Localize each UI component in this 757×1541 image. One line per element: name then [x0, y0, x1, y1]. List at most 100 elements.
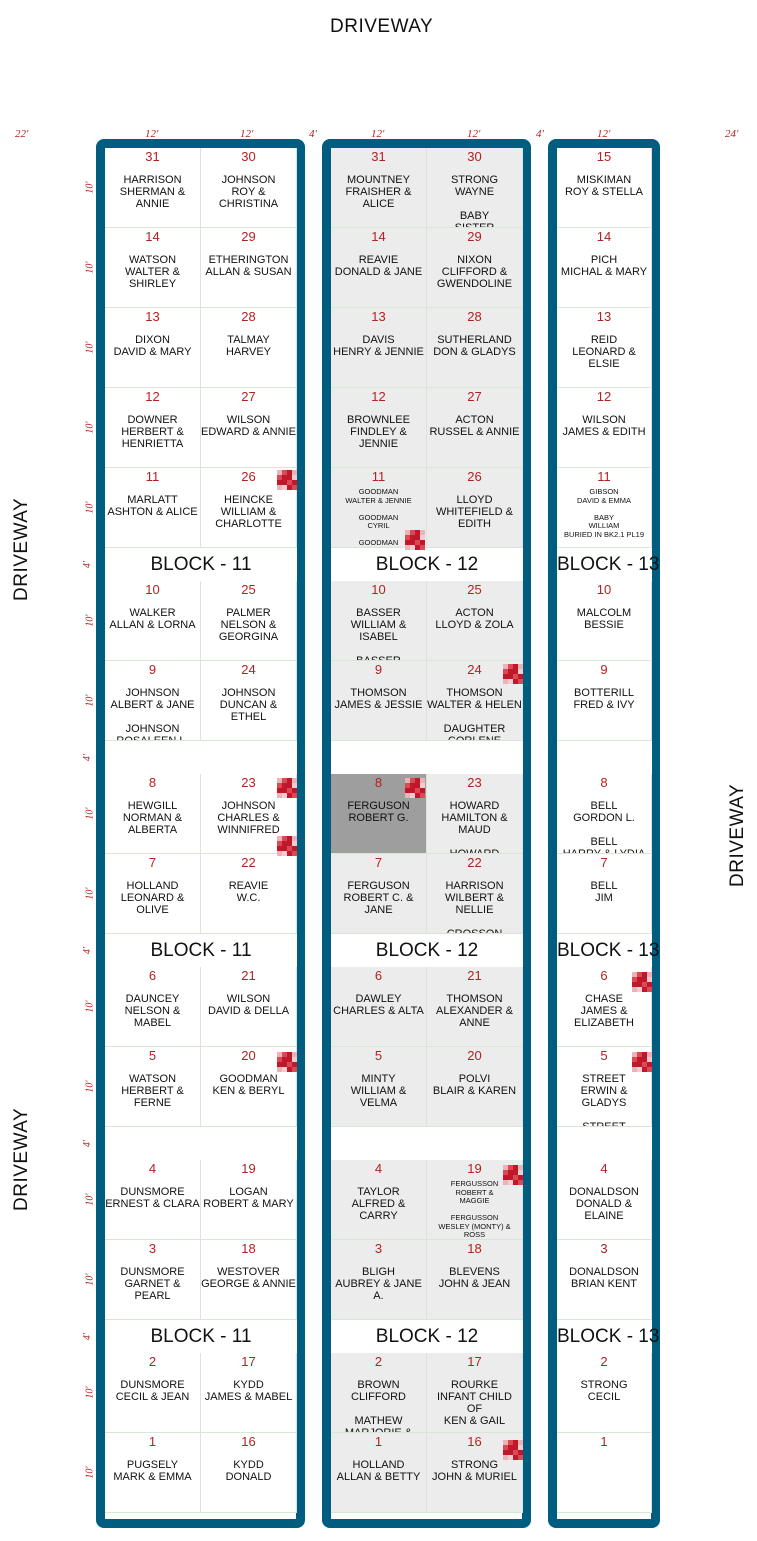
burial-marker-icon — [277, 778, 297, 798]
plot-number: 22 — [241, 855, 256, 870]
plot-number: 6 — [148, 968, 157, 983]
burial-marker-icon — [632, 1052, 652, 1072]
plot-number: 25 — [241, 582, 256, 597]
plot-occupants: WALKER ALLAN & LORNA — [109, 607, 196, 631]
row-height-label: 10' — [84, 341, 96, 354]
plot-occupants: SUTHERLAND DON & GLADYS — [433, 334, 516, 358]
column-width-label: 12' — [145, 128, 159, 140]
plot-number: 31 — [371, 149, 386, 164]
block-frame — [548, 139, 660, 1528]
driveway-label-right: DRIVEWAY — [727, 783, 748, 887]
plot-number: 28 — [467, 309, 482, 324]
row-height-label: 4' — [82, 1332, 94, 1340]
plot-number: 1 — [374, 1434, 383, 1449]
column-width-label: 4' — [309, 128, 317, 140]
plot-occupants: CHASE JAMES & ELIZABETH — [574, 993, 634, 1029]
plot-number: 11 — [145, 469, 160, 484]
plot-occupants: KYDD JAMES & MABEL — [204, 1379, 293, 1403]
plot-occupants: REAVIE W.C. — [228, 880, 269, 904]
driveway-label-left-lower: DRIVEWAY — [11, 1107, 32, 1211]
plot-cell[interactable]: 1 — [557, 1433, 652, 1513]
plot-number: 9 — [374, 662, 383, 677]
row-height-label: 10' — [84, 501, 96, 514]
plot-number: 14 — [371, 229, 386, 244]
plot-occupants: HOWARD HAMILTON & MAUD HOWARD EMILY MAY — [441, 800, 508, 854]
plot-occupants: GOODMAN KEN & BERYL — [212, 1073, 285, 1097]
plot-occupants: HEINCKE WILLIAM & CHARLOTTE — [215, 494, 282, 530]
plot-number: 17 — [467, 1354, 482, 1369]
block-label: BLOCK - 13 — [557, 1320, 659, 1353]
row-height-label: 10' — [84, 1193, 96, 1206]
